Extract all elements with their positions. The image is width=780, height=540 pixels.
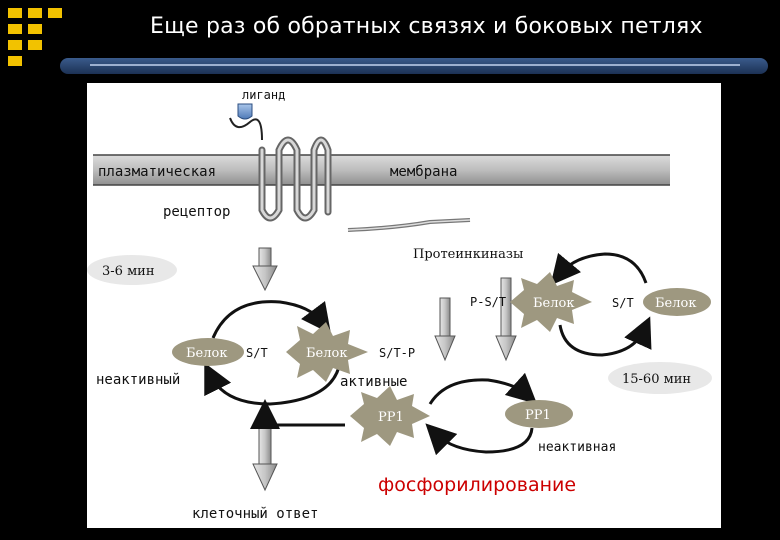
st-right-label: S/T	[612, 296, 634, 310]
receptor-helices-inner	[260, 138, 330, 220]
gray-arrow-left	[252, 247, 278, 292]
pp1-active-label: PP1	[378, 410, 404, 425]
cell-response-label: клеточный ответ	[192, 506, 318, 522]
pp1-inactive-state-label: неактивная	[538, 440, 616, 455]
cycle-arrow-top-left	[211, 300, 332, 339]
st-p-label: S/T-P	[379, 346, 415, 360]
pp1-active-star	[350, 386, 430, 446]
receptor-label: рецептор	[163, 204, 230, 220]
time-long-badge	[608, 362, 712, 394]
st-left-label: S/T	[246, 346, 268, 360]
protein-inactive-label: Белок	[186, 346, 227, 361]
phosphorylation-label: фосфорилирование	[378, 474, 576, 496]
time-short-label: 3-6 мин	[102, 264, 155, 279]
inactive-label: неактивный	[96, 372, 180, 388]
pp1-arrow-top	[428, 372, 538, 405]
cycle-arrow-top-right	[550, 252, 648, 286]
gray-arrow-kinase-1	[434, 297, 456, 362]
pp1-arrow-bottom	[425, 423, 534, 456]
ligand-icon	[237, 103, 253, 120]
cycle-arrow-bottom-right	[558, 316, 652, 357]
protein-upper-active-star	[510, 272, 592, 332]
pp1-inactive-label: PP1	[525, 408, 551, 423]
protein-active-star	[286, 322, 368, 382]
protein-upper-inactive-blob	[643, 288, 711, 316]
gray-arrow-response	[252, 427, 278, 492]
protein-inactive-blob	[172, 338, 244, 366]
logo-squares	[8, 8, 78, 68]
membrane-label-left: плазматическая	[98, 164, 216, 180]
slide-title: Еще раз об обратных связях и боковых пет…	[150, 14, 703, 39]
gray-arrow-kinase-2	[495, 277, 517, 362]
pp1-inactive-blob	[505, 400, 573, 428]
ligand-label: лиганд	[242, 88, 285, 102]
protein-kinases-label: Протеинкиназы	[413, 247, 523, 262]
feedback-arrow	[250, 399, 345, 429]
p-st-label: P-S/T	[470, 295, 506, 309]
ligand-tail	[229, 117, 263, 141]
plasma-membrane	[93, 154, 670, 186]
protein-upper-active-label: Белок	[533, 296, 574, 311]
title-underline	[90, 64, 740, 66]
time-short-badge	[87, 255, 177, 285]
membrane-label-right: мембрана	[390, 164, 457, 180]
active-label: активные	[340, 374, 407, 390]
title-bar	[60, 58, 768, 74]
protein-active-label: Белок	[306, 346, 347, 361]
protein-upper-inactive-label: Белок	[655, 296, 696, 311]
time-long-label: 15-60 мин	[622, 372, 691, 387]
